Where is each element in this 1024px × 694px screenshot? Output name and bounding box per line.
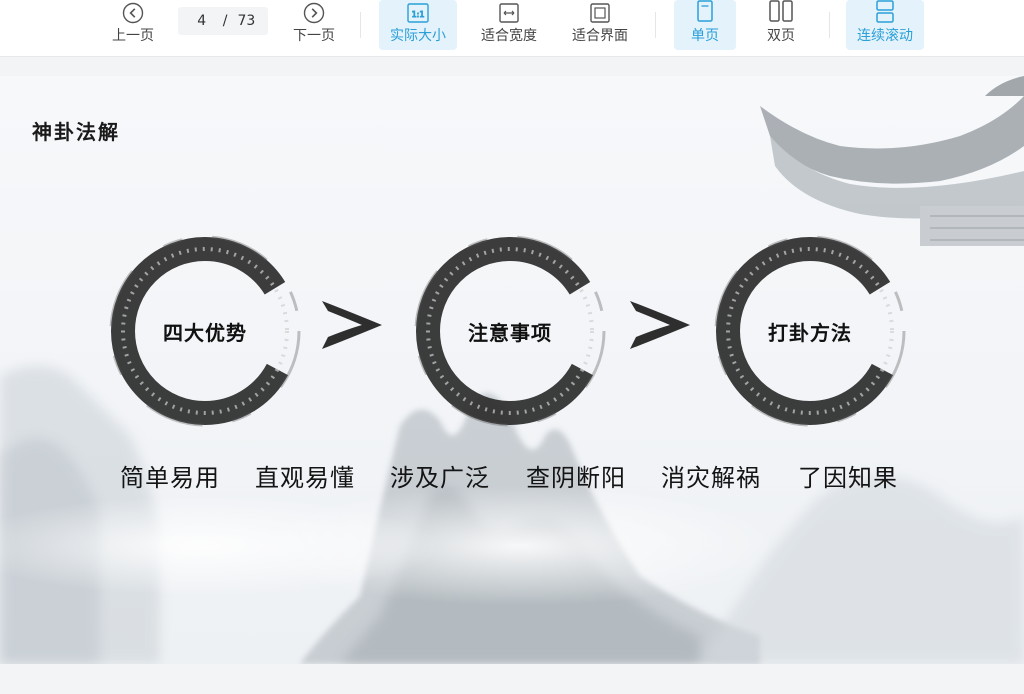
prev-page-button[interactable]: 上一页 bbox=[104, 0, 162, 50]
page-indicator: / 73 bbox=[178, 7, 268, 35]
toolbar-divider bbox=[829, 12, 830, 38]
viewer-toolbar: 上一页 / 73 下一页 1:1 实际大小 适合宽度 适合界面 单 bbox=[0, 0, 1024, 57]
next-page-label: 下一页 bbox=[293, 28, 335, 44]
fit-page-icon bbox=[589, 0, 611, 24]
actual-size-label: 实际大小 bbox=[390, 28, 446, 44]
double-page-label: 双页 bbox=[767, 28, 795, 44]
total-pages: 73 bbox=[237, 13, 256, 29]
continuous-scroll-icon bbox=[873, 0, 897, 24]
landscape-background-illustration bbox=[0, 76, 1024, 664]
ink-circle-1: 四大优势 bbox=[102, 228, 308, 434]
slide-page: 神卦法解 四大优势 注意事项 打卦方法 简单易用 直观易懂 涉 bbox=[0, 76, 1024, 664]
fit-width-label: 适合宽度 bbox=[481, 28, 537, 44]
feature-phrase: 消灾解祸 bbox=[661, 464, 761, 492]
actual-size-icon: 1:1 bbox=[406, 0, 430, 24]
slide-title: 神卦法解 bbox=[32, 120, 120, 144]
ink-brush-circle-icon bbox=[414, 235, 606, 427]
temple-roof-decoration bbox=[760, 76, 1024, 246]
fit-width-icon bbox=[498, 0, 520, 24]
viewer-background bbox=[0, 664, 1024, 694]
circle-label: 四大优势 bbox=[163, 320, 247, 345]
fit-page-label: 适合界面 bbox=[572, 28, 628, 44]
toolbar-divider bbox=[360, 12, 361, 38]
feature-phrase: 直观易懂 bbox=[255, 464, 355, 492]
feature-phrase: 了因知果 bbox=[798, 464, 898, 492]
feature-phrase: 简单易用 bbox=[120, 464, 220, 492]
ink-brush-circle-icon bbox=[714, 235, 906, 427]
chevron-right-icon bbox=[630, 301, 690, 349]
chevron-left-circle-icon bbox=[122, 0, 144, 24]
single-page-label: 单页 bbox=[691, 28, 719, 44]
circle-label: 注意事项 bbox=[468, 320, 552, 345]
toolbar-divider bbox=[655, 12, 656, 38]
single-page-button[interactable]: 单页 bbox=[674, 0, 736, 50]
chevron-right-icon bbox=[322, 301, 382, 349]
single-page-icon bbox=[694, 0, 716, 24]
double-page-icon bbox=[768, 0, 794, 24]
continuous-scroll-button[interactable]: 连续滚动 bbox=[846, 0, 924, 50]
circle-label: 打卦方法 bbox=[768, 320, 852, 345]
ink-circle-2: 注意事项 bbox=[407, 228, 613, 434]
page-separator: / bbox=[222, 13, 228, 29]
current-page-input[interactable] bbox=[190, 13, 213, 29]
feature-phrase: 查阴断阳 bbox=[526, 464, 626, 492]
chevron-right-circle-icon bbox=[303, 0, 325, 24]
next-page-button[interactable]: 下一页 bbox=[285, 0, 343, 50]
ink-circle-3: 打卦方法 bbox=[707, 228, 913, 434]
prev-page-label: 上一页 bbox=[112, 28, 154, 44]
svg-text:1:1: 1:1 bbox=[412, 10, 425, 19]
continuous-scroll-label: 连续滚动 bbox=[857, 28, 913, 44]
fit-width-button[interactable]: 适合宽度 bbox=[474, 0, 544, 50]
feature-phrase: 涉及广泛 bbox=[390, 464, 490, 492]
ink-brush-circle-icon bbox=[109, 235, 301, 427]
double-page-button[interactable]: 双页 bbox=[750, 0, 812, 50]
fit-page-button[interactable]: 适合界面 bbox=[565, 0, 635, 50]
actual-size-button[interactable]: 1:1 实际大小 bbox=[379, 0, 457, 50]
